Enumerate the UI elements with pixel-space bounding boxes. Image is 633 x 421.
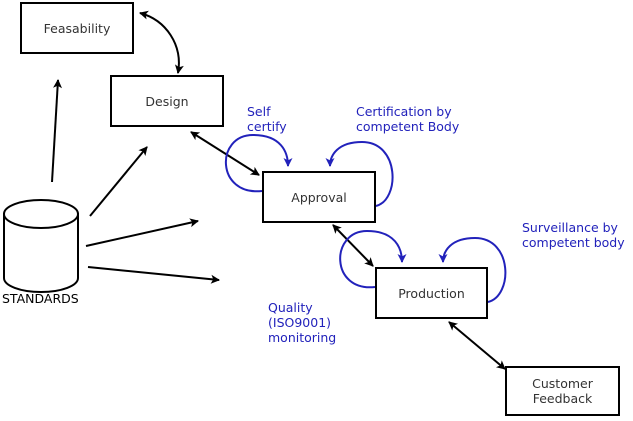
loop-arrow-surveillance-by-competent-body bbox=[438, 236, 507, 303]
loop-arrow-quality-monitoring bbox=[339, 229, 407, 289]
standards-cylinder-shape bbox=[3, 199, 79, 293]
loop-arrow-certification-by-competent-body bbox=[325, 140, 394, 207]
label-quality-iso9001-monitoring: Quality (ISO9001) monitoring bbox=[268, 300, 337, 345]
label-surveillance-by-competent-body: Surveillance by competent body bbox=[522, 220, 625, 250]
node-feasability[interactable]: Feasability bbox=[20, 2, 134, 54]
arrow-approval-production bbox=[332, 224, 374, 267]
node-feasability-label: Feasability bbox=[43, 20, 111, 36]
node-approval-label: Approval bbox=[291, 189, 347, 205]
standards-datastore-label: STANDARDS bbox=[2, 291, 79, 306]
node-customer-feedback[interactable]: Customer Feedback bbox=[505, 366, 620, 416]
arrow-standards-to-production bbox=[87, 266, 220, 284]
arrow-production-customer-feedback bbox=[448, 321, 506, 370]
arrow-standards-to-design bbox=[89, 146, 148, 217]
node-production[interactable]: Production bbox=[375, 267, 488, 319]
label-certification-by-competent-body: Certification by competent Body bbox=[356, 104, 460, 134]
node-design[interactable]: Design bbox=[110, 75, 224, 127]
label-self-certify: Self certify bbox=[247, 104, 287, 134]
node-production-label: Production bbox=[398, 285, 465, 301]
arrow-standards-to-feasability bbox=[51, 79, 63, 183]
node-design-label: Design bbox=[145, 93, 189, 109]
node-approval[interactable]: Approval bbox=[262, 171, 376, 223]
arrow-standards-to-approval bbox=[85, 218, 199, 247]
node-customer-feedback-label: Customer Feedback bbox=[532, 376, 593, 406]
arrow-feasability-design bbox=[139, 10, 184, 74]
loop-arrow-self-certify bbox=[224, 133, 293, 193]
arrow-design-approval bbox=[190, 131, 260, 176]
